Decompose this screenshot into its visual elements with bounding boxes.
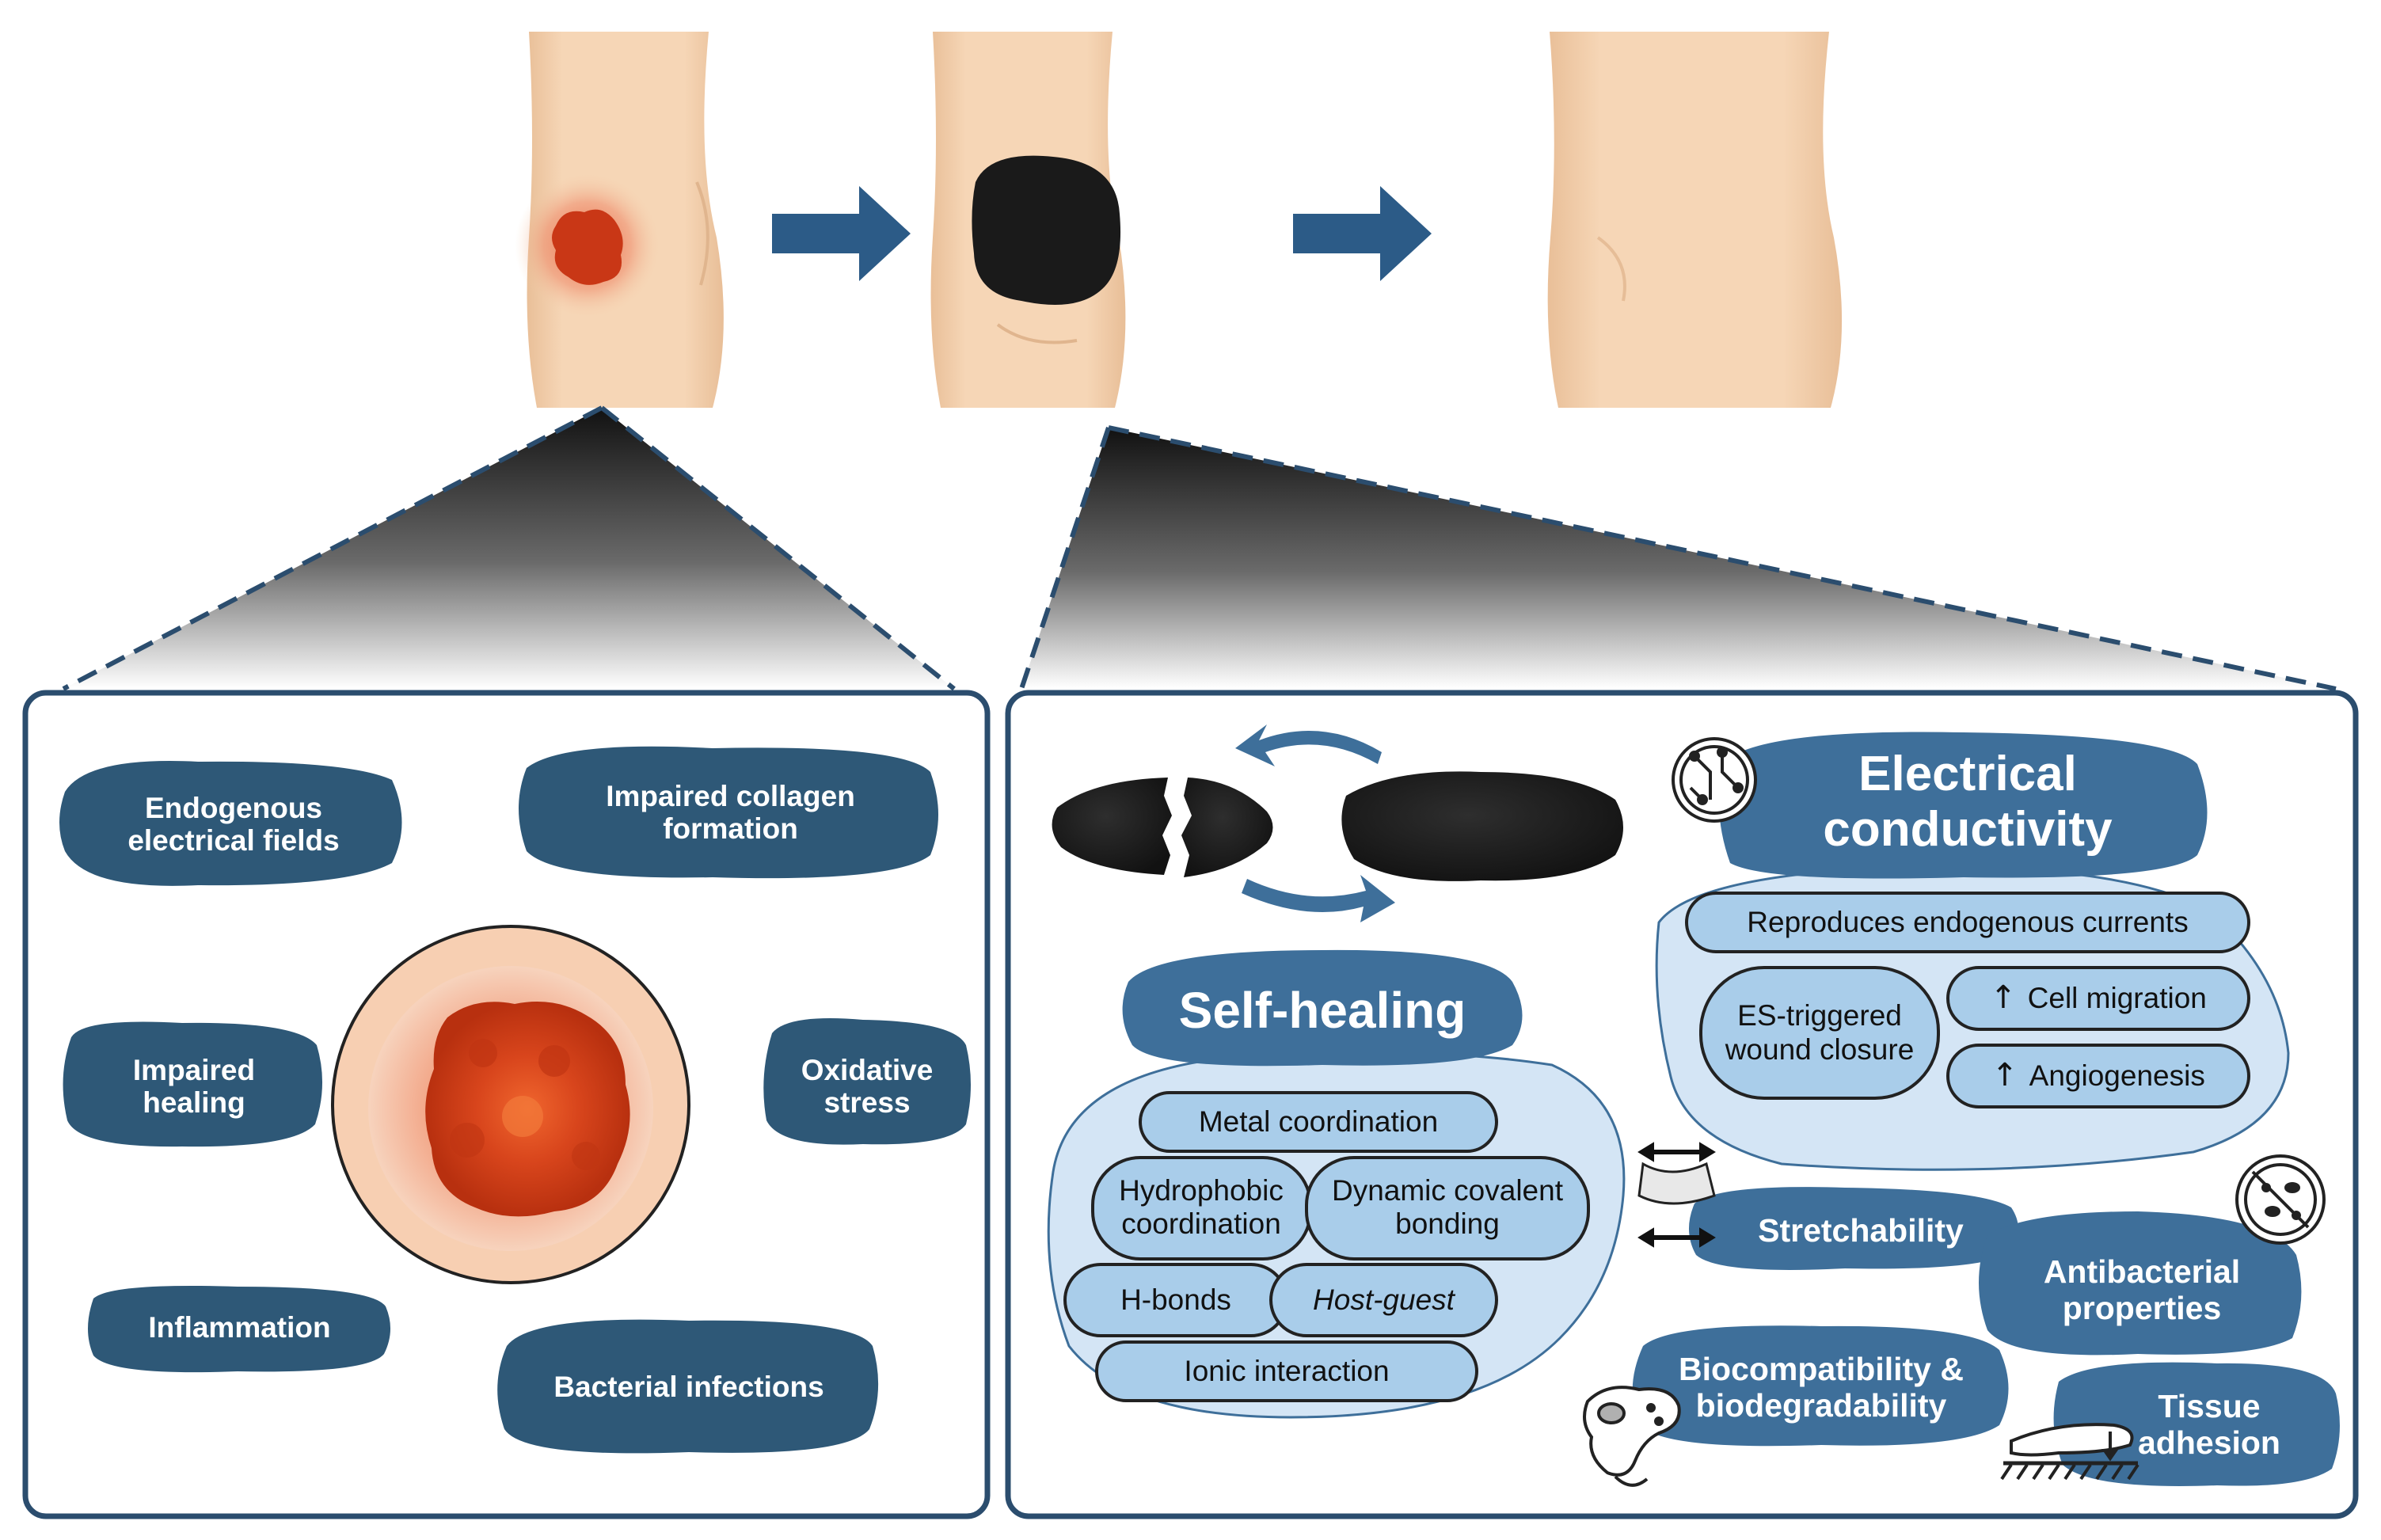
stretch-arrows-icon xyxy=(1637,1142,1716,1248)
leg-healed xyxy=(1547,32,1843,408)
self-healing-pads xyxy=(1052,724,1623,922)
label-antibacterial-properties: Antibacterial properties xyxy=(2043,1253,2241,1326)
label-biocompatibility-biodegradability: Biocompatibility & biodegradability xyxy=(1679,1350,1964,1424)
electrical-pills xyxy=(1685,892,2250,1108)
pill-hydrophobic-coordination: Hydrophobic coordination xyxy=(1119,1173,1284,1240)
circuit-icon xyxy=(1672,737,1757,823)
arrow-right-2 xyxy=(1293,186,1432,281)
up-arrow-icon: ↑ xyxy=(1991,1057,2018,1094)
pill-angiogenesis: ↑ Angiogenesis xyxy=(1948,1045,2249,1107)
dressing-patch xyxy=(972,155,1121,305)
pill-es-triggered-wound-closure: ES-triggered wound closure xyxy=(1725,999,1915,1066)
property-blobs xyxy=(1632,1187,2340,1486)
label-stretchability: Stretchability xyxy=(1758,1212,1964,1249)
leg-wounded xyxy=(515,32,724,408)
pill-dynamic-covalent-bonding: Dynamic covalent bonding xyxy=(1331,1173,1563,1240)
pill-cell-migration: ↑ Cell migration xyxy=(1948,968,2249,1029)
self-healing-pills xyxy=(1063,1091,1590,1402)
bacteria-dish-icon xyxy=(2235,1154,2326,1245)
leg-with-dressing xyxy=(930,32,1126,408)
zoom-cone-left xyxy=(62,405,956,691)
left-blob-shapes xyxy=(59,746,971,1454)
label-endogenous-electrical-fields: Endogenous electrical fields xyxy=(127,791,340,857)
electrical-conductivity-title: Electrical conductivity xyxy=(1823,747,2113,857)
broken-pad-left xyxy=(1052,778,1172,875)
wound-small xyxy=(552,209,623,285)
pill-host-guest: Host-guest xyxy=(1313,1283,1455,1316)
cycle-arrow-icon xyxy=(1235,724,1382,766)
self-healing-title: Self-healing xyxy=(1178,982,1466,1040)
label-bacterial-infections: Bacterial infections xyxy=(553,1371,824,1404)
zoom-cone-right xyxy=(1019,425,2337,691)
pill-ionic-interaction: Ionic interaction xyxy=(1184,1354,1390,1387)
label-impaired-healing: Impaired healing xyxy=(132,1053,256,1119)
wound-closeup xyxy=(331,925,690,1284)
broken-pad-right xyxy=(1181,778,1273,877)
label-inflammation: Inflammation xyxy=(148,1311,331,1344)
cell-icon xyxy=(1583,1386,1681,1487)
whole-pad xyxy=(1341,771,1623,881)
arrow-right-1 xyxy=(772,186,911,281)
label-tissue-adhesion: Tissue adhesion xyxy=(2138,1388,2280,1461)
label-oxidative-stress: Oxidative stress xyxy=(801,1053,934,1119)
cell-migration-text: Cell migration xyxy=(2027,981,2207,1014)
pill-h-bonds: H-bonds xyxy=(1120,1283,1231,1316)
angiogenesis-text: Angiogenesis xyxy=(2029,1059,2205,1092)
label-impaired-collagen-formation: Impaired collagen formation xyxy=(606,779,855,845)
adhesion-icon xyxy=(2000,1423,2139,1481)
up-arrow-icon: ↑ xyxy=(1990,979,2017,1017)
pill-reproduces-endogenous-currents: Reproduces endogenous currents xyxy=(1747,905,2189,938)
pill-metal-coordination: Metal coordination xyxy=(1198,1105,1439,1138)
